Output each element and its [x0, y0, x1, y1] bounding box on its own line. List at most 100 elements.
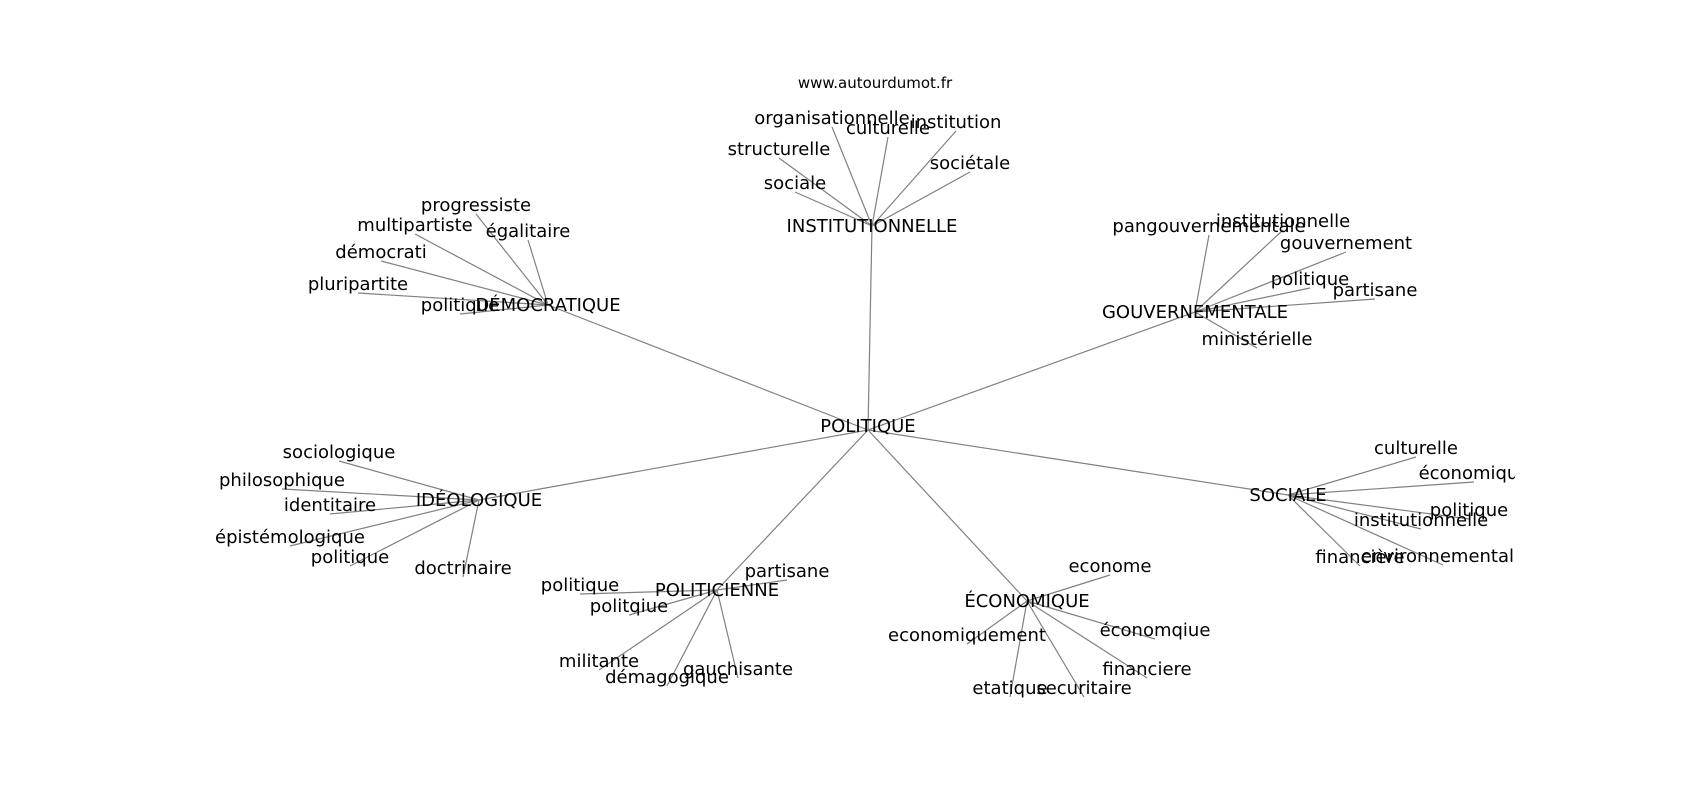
edge-branch-to-leaf [831, 126, 873, 227]
leaf-node-label: politique [1271, 269, 1349, 290]
leaf-node-label: organisationnelle [754, 108, 909, 129]
leaf-node-label: environnementale [1361, 546, 1525, 567]
edge-branch-to-leaf [666, 589, 718, 687]
leaf-node-label: etatique [972, 678, 1047, 699]
edge-branch-to-leaf [357, 292, 549, 306]
edge-branch-to-leaf [871, 171, 971, 227]
edge-branch-to-leaf [1026, 574, 1111, 602]
edge-branch-to-leaf [716, 589, 739, 679]
leaf-node-label: structurelle [728, 139, 831, 160]
branch-node-label: GOUVERNEMENTALE [1102, 302, 1288, 323]
leaf-node-label: politqiue [590, 596, 668, 617]
edge-branch-to-leaf [380, 260, 549, 306]
watermark-text: www.autourdumot.fr [798, 74, 953, 92]
edge-branch-to-leaf [462, 499, 480, 578]
edge-root-to-branch [867, 311, 1196, 431]
edge-branch-to-leaf [527, 239, 549, 306]
edge-branch-to-leaf [1287, 456, 1417, 496]
edge-branch-to-leaf [1194, 251, 1347, 313]
leaf-node-label: gouvernement [1280, 233, 1412, 254]
branch-node-label: INSTITUTIONNELLE [787, 216, 958, 237]
leaf-node-label: culturelle [846, 118, 930, 139]
root-node-label: POLITIQUE [820, 416, 915, 437]
labels-layer: organisationnelleculturelleinstitutionst… [215, 108, 1530, 699]
edge-branch-to-leaf [628, 589, 718, 616]
edge-branch-to-leaf [716, 579, 788, 591]
edge-branch-to-leaf [459, 304, 549, 315]
edge-root-to-branch [867, 429, 1289, 496]
edge-branch-to-leaf [871, 130, 957, 227]
branch-node-label: ÉCONOMIQUE [964, 590, 1089, 612]
edge-branch-to-leaf [1009, 600, 1028, 698]
leaf-node-label: pangouvernementale [1112, 216, 1305, 237]
edge-branch-to-leaf [338, 460, 480, 501]
edge-branch-to-leaf [1026, 600, 1156, 640]
leaf-node-label: sociétale [930, 153, 1011, 174]
edge-branch-to-leaf [1287, 494, 1444, 566]
edge-branch-to-leaf [966, 600, 1028, 645]
edge-branch-to-leaf [1194, 311, 1258, 349]
leaf-node-label: institutionnelle [1216, 211, 1350, 232]
edge-branch-to-leaf [579, 589, 718, 595]
leaf-node-label: politique [421, 295, 499, 316]
edge-branch-to-leaf [1194, 234, 1210, 313]
leaf-node-label: financière [1315, 547, 1404, 568]
leaf-node-label: ministérielle [1201, 329, 1312, 350]
edge-branch-to-leaf [598, 589, 718, 671]
edge-root-to-branch [478, 429, 869, 501]
leaf-node-label: econome [1068, 556, 1151, 577]
edge-branch-to-leaf [1287, 494, 1422, 530]
edge-root-to-branch [547, 304, 869, 431]
leaf-node-label: égalitaire [486, 221, 571, 242]
leaf-node-label: doctrinaire [414, 558, 511, 579]
branch-node-label: SOCIALE [1249, 485, 1326, 506]
leaf-node-label: partisane [745, 561, 830, 582]
edge-branch-to-leaf [329, 499, 480, 515]
edge-branch-to-leaf [1194, 229, 1284, 313]
edge-branch-to-leaf [794, 191, 873, 227]
edge-branch-to-leaf [289, 499, 480, 547]
leaf-node-label: identitaire [284, 495, 376, 516]
leaf-node-label: démocrati [335, 242, 426, 263]
edge-branch-to-leaf [1287, 481, 1475, 496]
edge-branch-to-leaf [1026, 600, 1085, 698]
leaf-node-label: politique [311, 547, 389, 568]
edge-root-to-branch [867, 225, 873, 431]
leaf-node-label: financiere [1102, 659, 1191, 680]
leaf-node-label: progressiste [421, 195, 531, 216]
edge-root-to-branch [716, 429, 869, 591]
branch-node-label: POLITICIENNE [655, 580, 779, 601]
branch-node-label: DÉMOCRATIQUE [475, 294, 620, 316]
leaf-node-label: pluripartite [308, 274, 408, 295]
leaf-node-label: sociale [764, 173, 826, 194]
edge-branch-to-leaf [871, 136, 889, 227]
edge-branch-to-leaf [778, 157, 873, 227]
edge-branch-to-leaf [1194, 298, 1376, 313]
edge-branch-to-leaf [1287, 494, 1470, 520]
leaf-node-label: économique [1419, 463, 1530, 484]
leaf-node-label: économqiue [1100, 620, 1211, 641]
leaf-node-label: institutionnelle [1354, 510, 1488, 531]
edge-branch-to-leaf [1194, 287, 1311, 313]
leaf-node-label: sociologique [283, 442, 396, 463]
branch-node-label: IDÉOLOGIQUE [416, 489, 542, 511]
leaf-node-label: militante [559, 651, 639, 672]
leaf-node-label: épistémologique [215, 527, 365, 548]
edge-branch-to-leaf [281, 488, 480, 501]
leaf-node-label: démagogique [605, 667, 729, 688]
edge-branch-to-leaf [349, 499, 480, 567]
edge-branch-to-leaf [1287, 494, 1361, 567]
leaf-node-label: culturelle [1374, 438, 1458, 459]
edge-branch-to-leaf [475, 213, 549, 306]
leaf-node-label: politique [541, 575, 619, 596]
leaf-node-label: partisane [1333, 280, 1418, 301]
edge-branch-to-leaf [414, 233, 549, 306]
leaf-node-label: multipartiste [357, 215, 472, 236]
leaf-node-label: politique [1430, 500, 1508, 521]
leaf-node-label: gauchisante [683, 659, 793, 680]
leaf-node-label: institution [911, 112, 1002, 133]
leaf-node-label: philosophique [219, 470, 345, 491]
edge-root-to-branch [867, 429, 1028, 602]
leaf-node-label: securitaire [1036, 678, 1131, 699]
